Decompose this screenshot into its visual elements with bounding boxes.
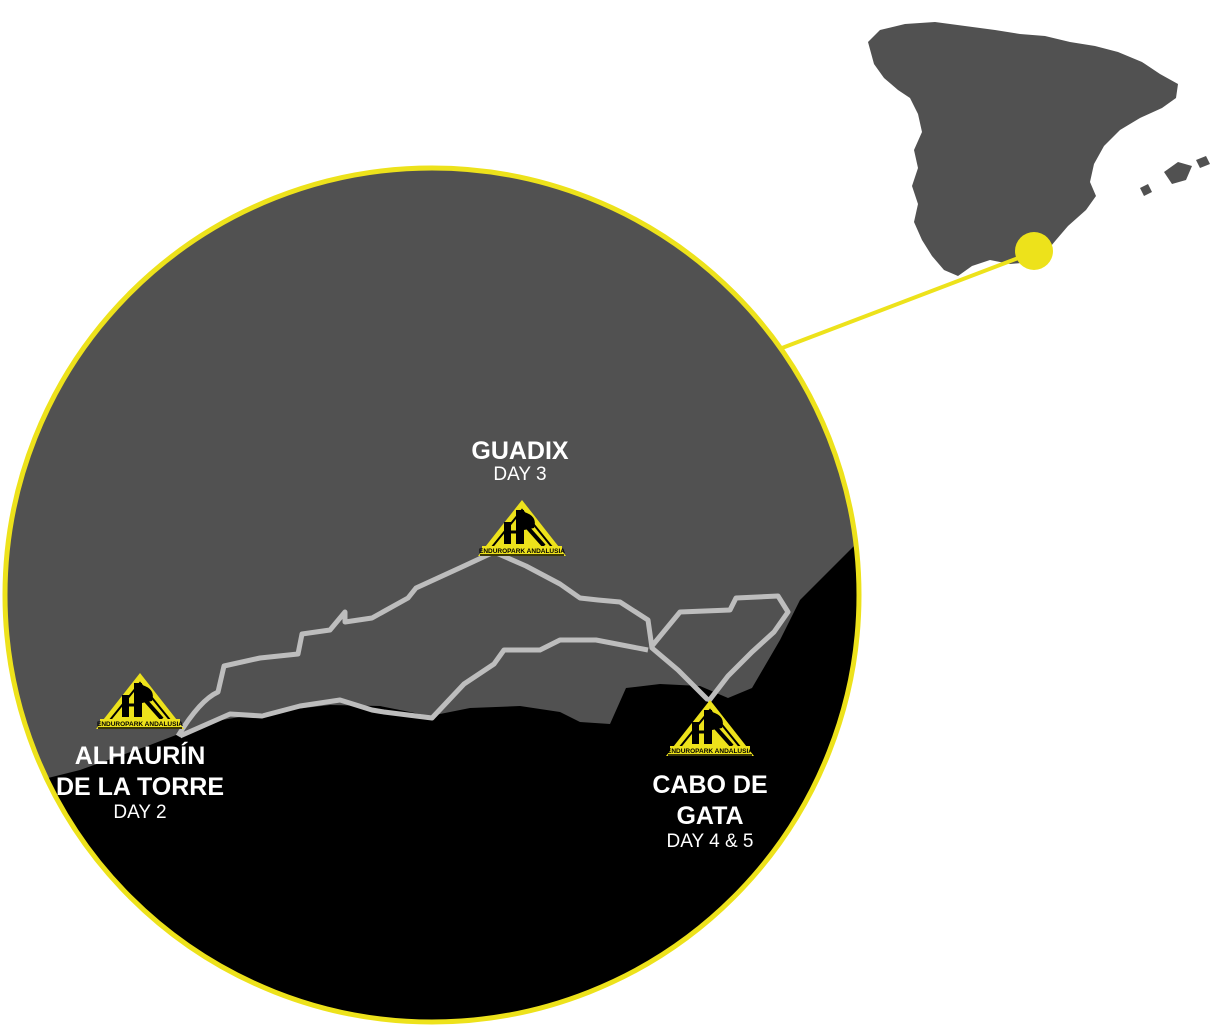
logo-caption-cabo: ENDUROPARK ANDALUSIA bbox=[667, 748, 753, 755]
stop-name-line: DE LA TORRE bbox=[55, 773, 225, 801]
logo-caption-guadix: ENDUROPARK ANDALUSIA bbox=[479, 548, 565, 555]
enduropark-andalusia-logo-icon: ENDUROPARK ANDALUSIA bbox=[664, 698, 756, 758]
locator-line bbox=[781, 250, 1035, 350]
stop-day-cabo: DAY 4 & 5 bbox=[666, 831, 754, 852]
route-lines bbox=[175, 549, 791, 739]
enduropark-andalusia-logo-icon: ENDUROPARK ANDALUSIA bbox=[94, 671, 186, 731]
spain-map-icon bbox=[868, 22, 1178, 276]
stop-day-alhaurin: DAY 2 bbox=[113, 802, 167, 823]
stop-name-line: GUADIX bbox=[471, 437, 569, 465]
stop-name-line: GATA bbox=[676, 802, 744, 830]
logo-caption-alhaurin: ENDUROPARK ANDALUSIA bbox=[97, 721, 183, 728]
map-circle-border bbox=[2, 165, 862, 1025]
sea-area bbox=[5, 530, 859, 1022]
stop-name-cabo: CABO DE GATA bbox=[600, 770, 820, 832]
enduropark-andalusia-logo-icon: ENDUROPARK ANDALUSIA bbox=[476, 498, 568, 558]
location-dot-icon bbox=[1015, 232, 1053, 270]
region-map bbox=[5, 168, 859, 1022]
stop-name-guadix: GUADIX bbox=[420, 436, 620, 467]
stop-name-line: CABO DE bbox=[652, 771, 768, 799]
stop-name-alhaurin: ALHAURÍN DE LA TORRE bbox=[30, 741, 250, 803]
balearic-islands-icon bbox=[1140, 156, 1210, 196]
stop-name-line: ALHAURÍN bbox=[74, 742, 206, 770]
stop-day-guadix: DAY 3 bbox=[493, 464, 547, 485]
